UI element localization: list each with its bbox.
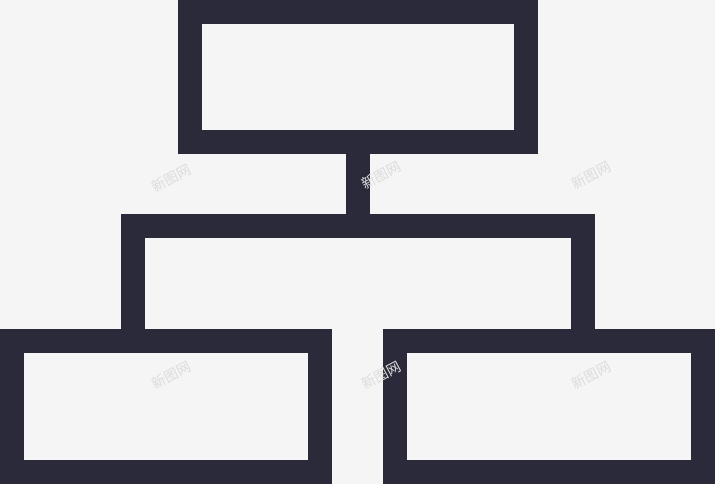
- bottom-left-node-box: [0, 329, 332, 484]
- top-node-box: [178, 0, 538, 154]
- branch-bracket: [121, 214, 595, 341]
- bottom-right-node-box: [383, 329, 715, 484]
